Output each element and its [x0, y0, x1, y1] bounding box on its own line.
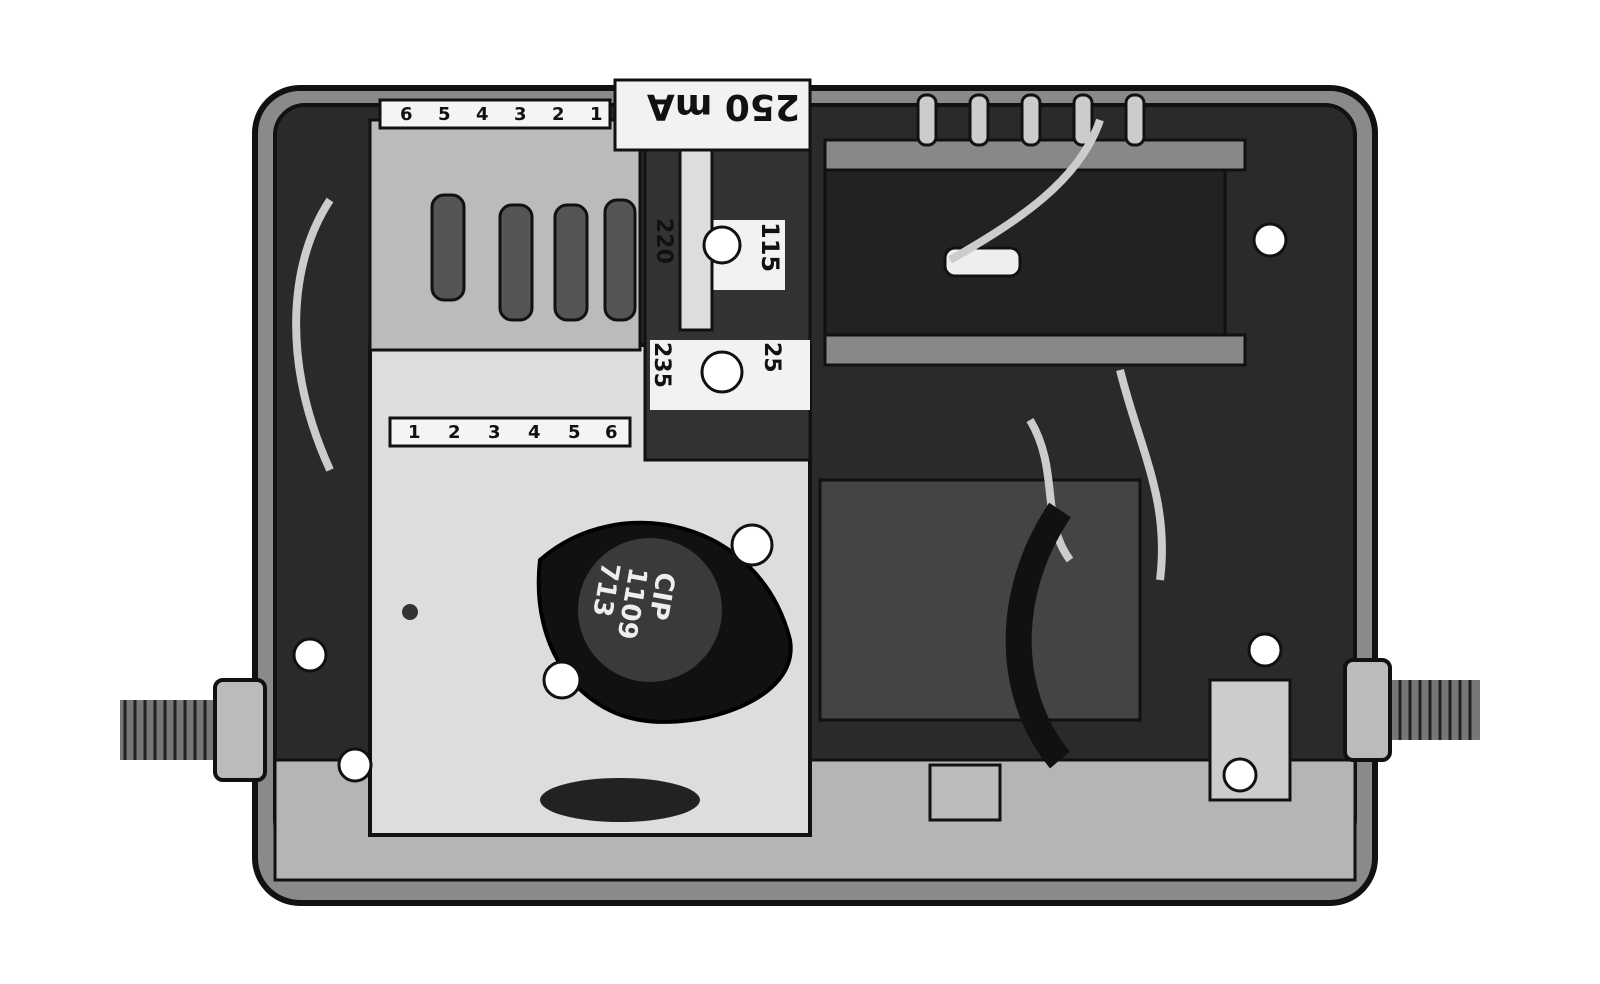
- terminal-label: 3: [488, 422, 501, 443]
- terminal-label: 3: [514, 104, 527, 125]
- mounting-screw-icon: [542, 660, 582, 700]
- terminal-label: 2: [552, 104, 565, 125]
- terminal-label: 4: [476, 104, 489, 125]
- right-cable: [1380, 680, 1480, 740]
- selector-screw-icon: [702, 225, 742, 265]
- terminal-label: 1: [590, 104, 603, 125]
- terminal-label: 5: [568, 422, 581, 443]
- transformer: [823, 93, 1247, 367]
- resistors: [430, 193, 637, 322]
- selector-screw-icon: [700, 350, 744, 394]
- mounting-screw-icon: [730, 523, 774, 567]
- terminal-label: 2: [448, 422, 461, 443]
- terminal-label: 4: [528, 422, 541, 443]
- power-transistor: CIP 1109 713: [536, 520, 793, 724]
- terminal-screw-icon: [1222, 757, 1258, 793]
- voltage-25-label: 25: [759, 342, 784, 373]
- terminal-screw-icon: [1247, 632, 1283, 668]
- left-cable-gland: [213, 678, 267, 782]
- terminal-screw-icon: [1252, 222, 1288, 258]
- voltage-115-label: 115: [756, 222, 784, 272]
- fuse-rating-label: 250 mA: [647, 86, 800, 127]
- terminal-label: 5: [438, 104, 451, 125]
- terminal-label: 6: [400, 104, 413, 125]
- terminal-label: 1: [408, 422, 421, 443]
- terminal-strip-top: 6 5 4 3 2 1: [378, 98, 612, 130]
- voltage-220-label: 220: [651, 218, 676, 264]
- terminal-strip-bottom: 1 2 3 4 5 6: [388, 416, 632, 448]
- right-cable-gland: [1343, 658, 1392, 762]
- terminal-screw-icon: [292, 637, 328, 673]
- voltage-235-label: 235: [649, 342, 674, 388]
- terminal-screw-icon: [337, 747, 373, 783]
- voltage-selector: 250 mA 115 220 235 25: [613, 78, 812, 462]
- terminal-label: 6: [605, 422, 618, 443]
